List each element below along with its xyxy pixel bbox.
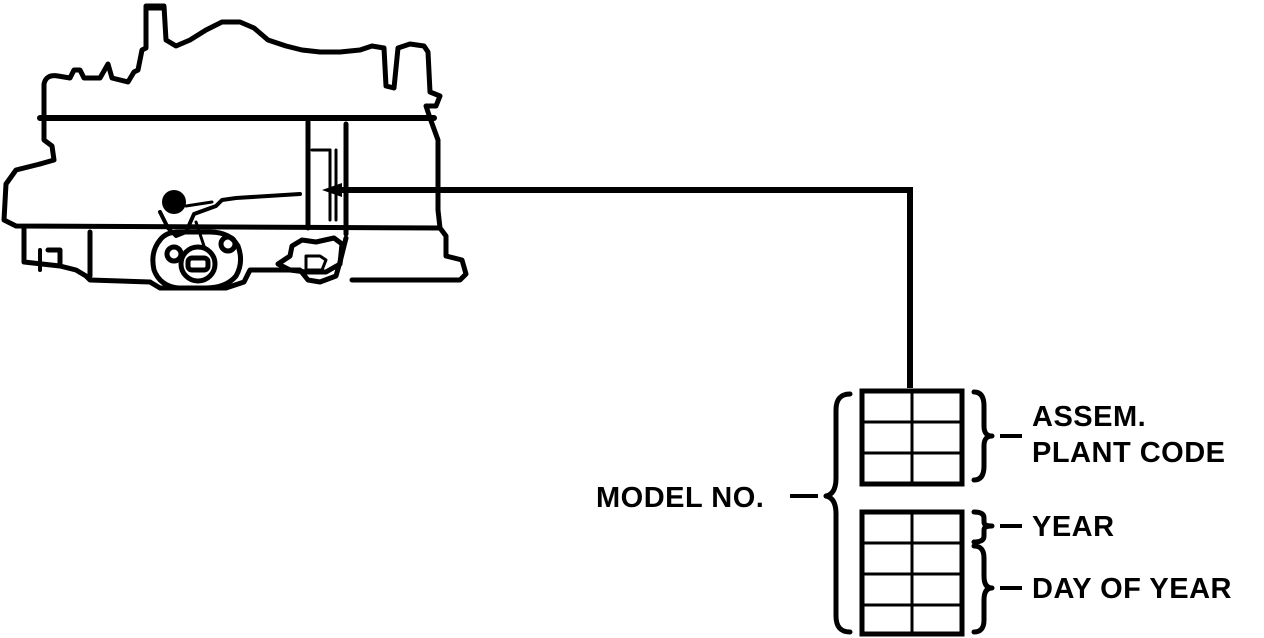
year-brace — [971, 509, 995, 545]
plant-code-label: PLANT CODE — [1032, 437, 1226, 469]
year-label: YEAR — [1032, 511, 1115, 543]
assem-plant-brace — [971, 389, 995, 483]
leader-line — [322, 183, 913, 388]
braces — [823, 389, 995, 635]
label-dashes — [790, 434, 1022, 590]
code-grid — [859, 388, 965, 637]
arrowhead-icon — [322, 183, 342, 197]
carburetor-illustration — [1, 3, 469, 291]
day-of-year-brace — [971, 543, 995, 635]
model-no-label: MODEL NO. — [596, 482, 764, 514]
model-no-brace — [823, 391, 853, 635]
assem-label: ASSEM. — [1032, 401, 1146, 433]
day-of-year-label: DAY OF YEAR — [1032, 573, 1232, 605]
